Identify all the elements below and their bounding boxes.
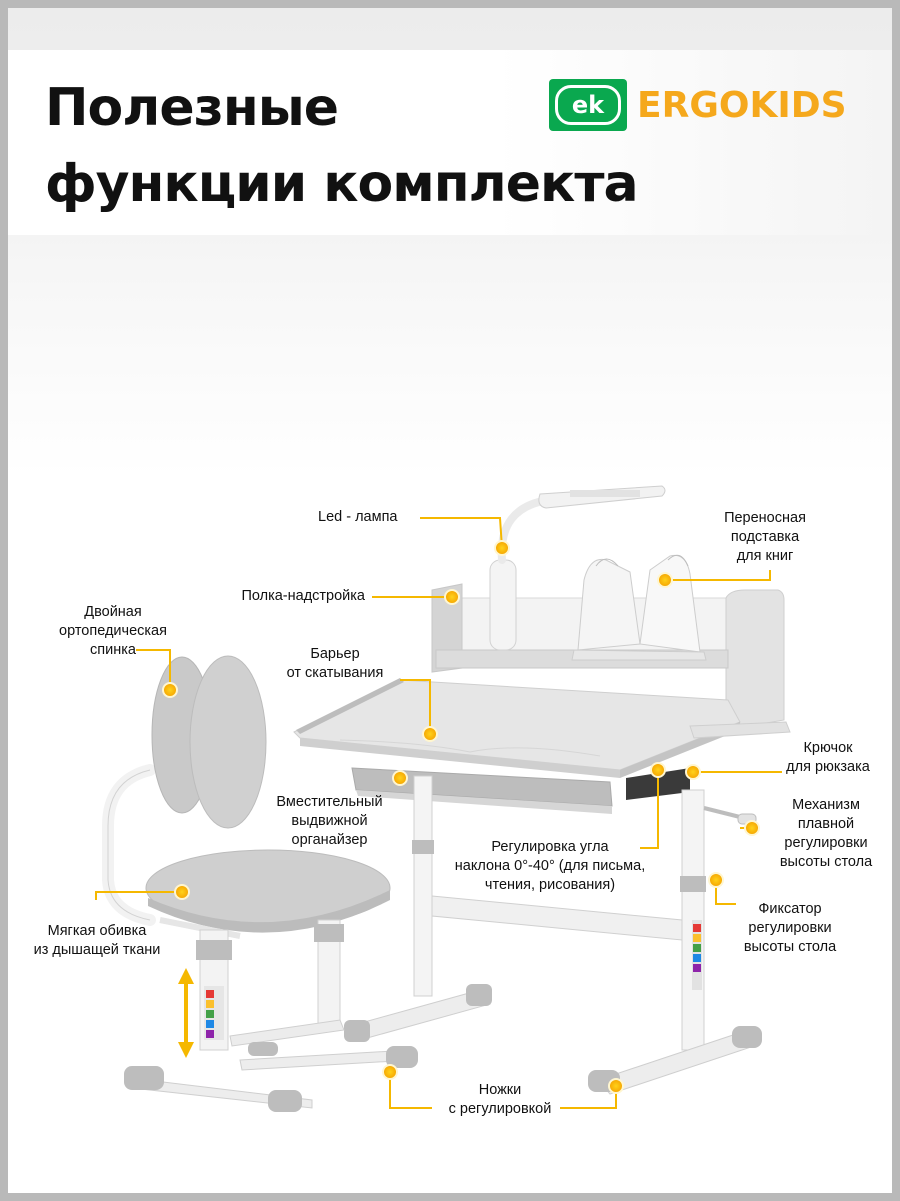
label-book-stand-line-2: подставка — [730, 529, 800, 545]
label-lift-line-1: Механизм — [792, 797, 860, 813]
height-arrow-icon — [178, 968, 194, 1058]
label-feet-line-2: с регулировкой — [448, 1101, 552, 1117]
logo-mark: ek — [555, 85, 621, 125]
label-book-stand-line-1: Переносная — [724, 510, 806, 526]
label-lift-mechanism: Механизм плавной регулировки высоты стол… — [760, 796, 892, 872]
label-backrest-line-3: спинка — [90, 642, 136, 658]
label-feet-line-1: Ножки — [478, 1082, 522, 1098]
desk — [293, 485, 791, 1095]
label-backrest-line-2: ортопедическая — [59, 623, 167, 639]
label-upholstery-line-2: из дышащей ткани — [33, 942, 161, 958]
marker-shelf — [444, 589, 460, 605]
label-hook: Крючок для рюкзака — [768, 739, 888, 777]
label-barrier-line-1: Барьер — [310, 646, 360, 662]
label-organizer-line-1: Вместительный — [276, 794, 383, 810]
page-title: Полезные функции комплекта — [45, 70, 639, 222]
marker-height-lock — [708, 872, 724, 888]
label-book-stand-line-3: для книг — [736, 548, 794, 564]
marker-organizer — [392, 770, 408, 786]
shelf-right-panel — [725, 589, 785, 731]
brand-name: ERGOKIDS — [637, 84, 847, 126]
marker-lamp — [494, 540, 510, 556]
label-hook-line-2: для рюкзака — [786, 759, 870, 775]
label-tilt: Регулировка угла наклона 0°-40° (для пис… — [445, 838, 655, 895]
title-line-2: функции комплекта — [45, 154, 639, 214]
marker-tilt — [650, 762, 666, 778]
callout-markers — [162, 540, 760, 1094]
label-hook-line-1: Крючок — [803, 740, 853, 756]
label-shelf: Полка-надстройка — [241, 588, 365, 604]
marker-feet-desk — [608, 1078, 624, 1094]
label-tilt-line-3: чтения, рисования) — [484, 877, 616, 893]
marker-hook — [685, 764, 701, 780]
marker-upholstery — [174, 884, 190, 900]
label-upholstery: Мягкая обивка из дышащей ткани — [22, 922, 172, 960]
title-band — [8, 50, 892, 235]
brand-logo: ek ERGOKIDS — [549, 79, 847, 131]
logo-icon: ek — [549, 79, 627, 131]
label-backrest-line-1: Двойная — [84, 604, 142, 620]
chair — [102, 655, 418, 1112]
label-height-lock-line-2: регулировки — [748, 920, 832, 936]
label-lift-line-4: высоты стола — [779, 854, 873, 870]
label-upholstery-line-1: Мягкая обивка — [47, 923, 147, 939]
marker-feet-chair — [382, 1064, 398, 1080]
label-height-lock-line-1: Фиксатор — [758, 901, 822, 917]
label-organizer-line-3: органайзер — [291, 832, 368, 848]
label-organizer-line-2: выдвижной — [291, 813, 368, 829]
label-backrest: Двойная ортопедическая спинка — [48, 603, 178, 660]
label-barrier-line-2: от скатывания — [286, 665, 384, 681]
label-tilt-line-2: наклона 0°-40° (для письма, — [454, 858, 646, 874]
label-barrier: Барьер от скатывания — [270, 645, 400, 683]
label-feet: Ножки с регулировкой — [430, 1081, 570, 1119]
label-led-lamp: Led - лампа — [318, 509, 398, 525]
title-line-1: Полезные — [45, 78, 339, 138]
backrest-cushion-right — [189, 655, 267, 829]
label-tilt-line-1: Регулировка угла — [491, 839, 609, 855]
marker-backrest — [162, 682, 178, 698]
label-height-lock: Фиксатор регулировки высоты стола — [730, 900, 850, 957]
label-book-stand: Переносная подставка для книг — [700, 509, 830, 566]
label-height-lock-line-3: высоты стола — [743, 939, 837, 955]
label-organizer: Вместительный выдвижной органайзер — [262, 793, 397, 850]
leader-lines — [95, 517, 782, 1109]
label-lift-line-3: регулировки — [784, 835, 868, 851]
marker-mechanism — [744, 820, 760, 836]
marker-book-stand — [657, 572, 673, 588]
label-lift-line-2: плавной — [797, 816, 855, 832]
marker-barrier — [422, 726, 438, 742]
desk-left-leg — [413, 775, 433, 997]
